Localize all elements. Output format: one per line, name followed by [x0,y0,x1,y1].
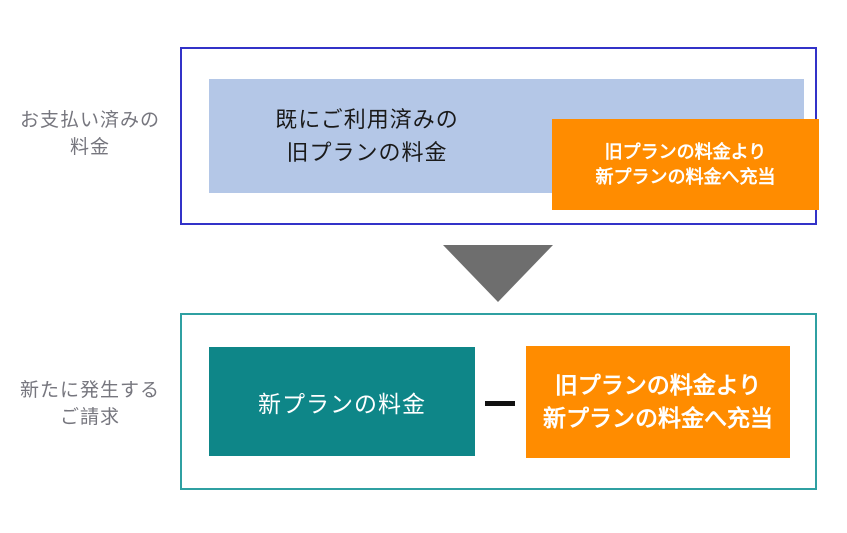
paid-charges-group-box: 既にご利用済みの 旧プランの料金 旧プランの料金より 新プランの料金へ充当 [180,47,819,225]
old-plan-charges-box: 既にご利用済みの 旧プランの料金 旧プランの料金より 新プランの料金へ充当 [209,79,819,210]
new-billing-side-label: 新たに発生する ご請求 [5,377,175,431]
credit-applied-top-line2: 新プランの料金へ充当 [595,166,776,187]
new-billing-side-label-line2: ご請求 [59,407,120,428]
paid-charges-side-label-line1: お支払い済みの [19,110,160,131]
old-plan-charges-line2: 旧プランの料金 [286,140,448,165]
credit-applied-bottom-line1: 旧プランの料金より [554,372,762,398]
new-billing-side-label-line1: 新たに発生する [19,380,160,401]
new-billing-group-box: 新プランの料金 旧プランの料金より 新プランの料金へ充当 [180,313,817,490]
old-plan-charges-line1: 既にご利用済みの [275,107,459,132]
down-arrow-icon [443,245,553,302]
credit-applied-bottom-line2: 新プランの料金へ充当 [543,405,773,431]
new-plan-charges-box: 新プランの料金 [209,347,475,456]
credit-applied-box-top: 旧プランの料金より 新プランの料金へ充当 [552,119,819,210]
credit-applied-box-bottom: 旧プランの料金より 新プランの料金へ充当 [526,346,790,458]
credit-applied-top-line1: 旧プランの料金より [604,141,767,162]
paid-charges-side-label-line2: 料金 [69,137,110,158]
minus-operator-icon [485,401,515,406]
old-plan-charges-text: 既にご利用済みの 旧プランの料金 [209,79,525,193]
new-plan-charges-label: 新プランの料金 [258,390,426,417]
paid-charges-side-label: お支払い済みの 料金 [5,107,175,161]
